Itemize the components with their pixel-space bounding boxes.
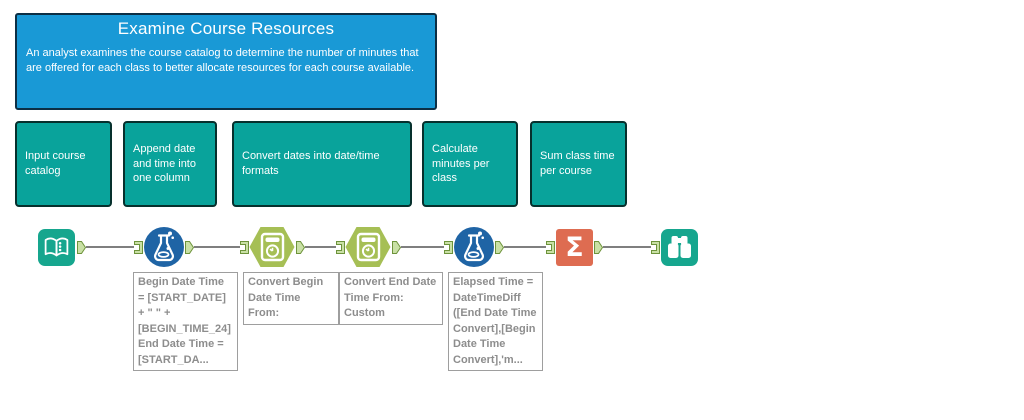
open-book-icon [44, 237, 69, 257]
output-anchor-icon[interactable] [392, 241, 401, 254]
tool-datetime-2[interactable] [345, 226, 391, 268]
flask-icon [464, 231, 484, 262]
tool-datetime-1[interactable] [249, 226, 295, 268]
annotation-datetime-1[interactable]: Convert Begin Date Time From: Custom [243, 272, 339, 325]
connection-wire[interactable] [86, 246, 134, 248]
step-comment-label: Input course catalog [25, 150, 86, 177]
step-comment-convert-dates[interactable]: Convert dates into date/time formats [232, 121, 412, 207]
step-comment-sum-class-time[interactable]: Sum class time per course [530, 121, 627, 207]
connection-wire[interactable] [194, 246, 240, 248]
header-comment-title: Examine Course Resources [117, 19, 335, 38]
step-comment-label: Sum class time per course [540, 150, 615, 177]
output-anchor-icon[interactable] [77, 241, 86, 254]
input-anchor-icon[interactable] [134, 241, 143, 254]
tool-browse[interactable] [661, 229, 698, 266]
input-anchor-icon[interactable] [651, 241, 660, 254]
connection-wire[interactable] [401, 246, 444, 248]
step-comment-label: Convert dates into date/time formats [242, 150, 380, 177]
tool-summarize[interactable]: Σ [556, 229, 593, 266]
step-comment-calculate-minutes[interactable]: Calculate minutes per class [422, 121, 518, 207]
connection-wire[interactable] [305, 246, 336, 248]
step-comment-label: Append date and time into one column [133, 142, 196, 185]
header-comment-box[interactable]: Examine Course Resources An analyst exam… [15, 13, 437, 110]
input-anchor-icon[interactable] [240, 241, 249, 254]
tool-formula-2[interactable] [454, 227, 494, 267]
output-anchor-icon[interactable] [296, 241, 305, 254]
sigma-icon: Σ [565, 232, 584, 263]
output-anchor-icon[interactable] [185, 241, 194, 254]
output-anchor-icon[interactable] [594, 241, 603, 254]
connection-wire[interactable] [603, 246, 651, 248]
input-anchor-icon[interactable] [546, 241, 555, 254]
flask-icon [154, 231, 174, 262]
step-comment-label: Calculate minutes per class [432, 142, 490, 185]
step-comment-input-course-catalog[interactable]: Input course catalog [15, 121, 112, 207]
input-anchor-icon[interactable] [336, 241, 345, 254]
tool-input-data[interactable] [38, 229, 75, 266]
binoculars-icon [668, 236, 691, 258]
datetime-clock-icon [249, 227, 295, 267]
tool-formula-1[interactable] [144, 227, 184, 267]
input-anchor-icon[interactable] [444, 241, 453, 254]
datetime-clock-icon [345, 227, 391, 267]
annotation-datetime-2[interactable]: Convert End Date Time From: Custom [339, 272, 443, 325]
connection-wire[interactable] [504, 246, 546, 248]
annotation-formula-1[interactable]: Begin Date Time = [START_DATE] + " " + [… [133, 272, 238, 371]
header-comment-body: An analyst examines the course catalog t… [26, 47, 419, 75]
output-anchor-icon[interactable] [495, 241, 504, 254]
annotation-formula-2[interactable]: Elapsed Time = DateTimeDiff ([End Date T… [448, 272, 543, 371]
step-comment-append-date-time[interactable]: Append date and time into one column [123, 121, 217, 207]
